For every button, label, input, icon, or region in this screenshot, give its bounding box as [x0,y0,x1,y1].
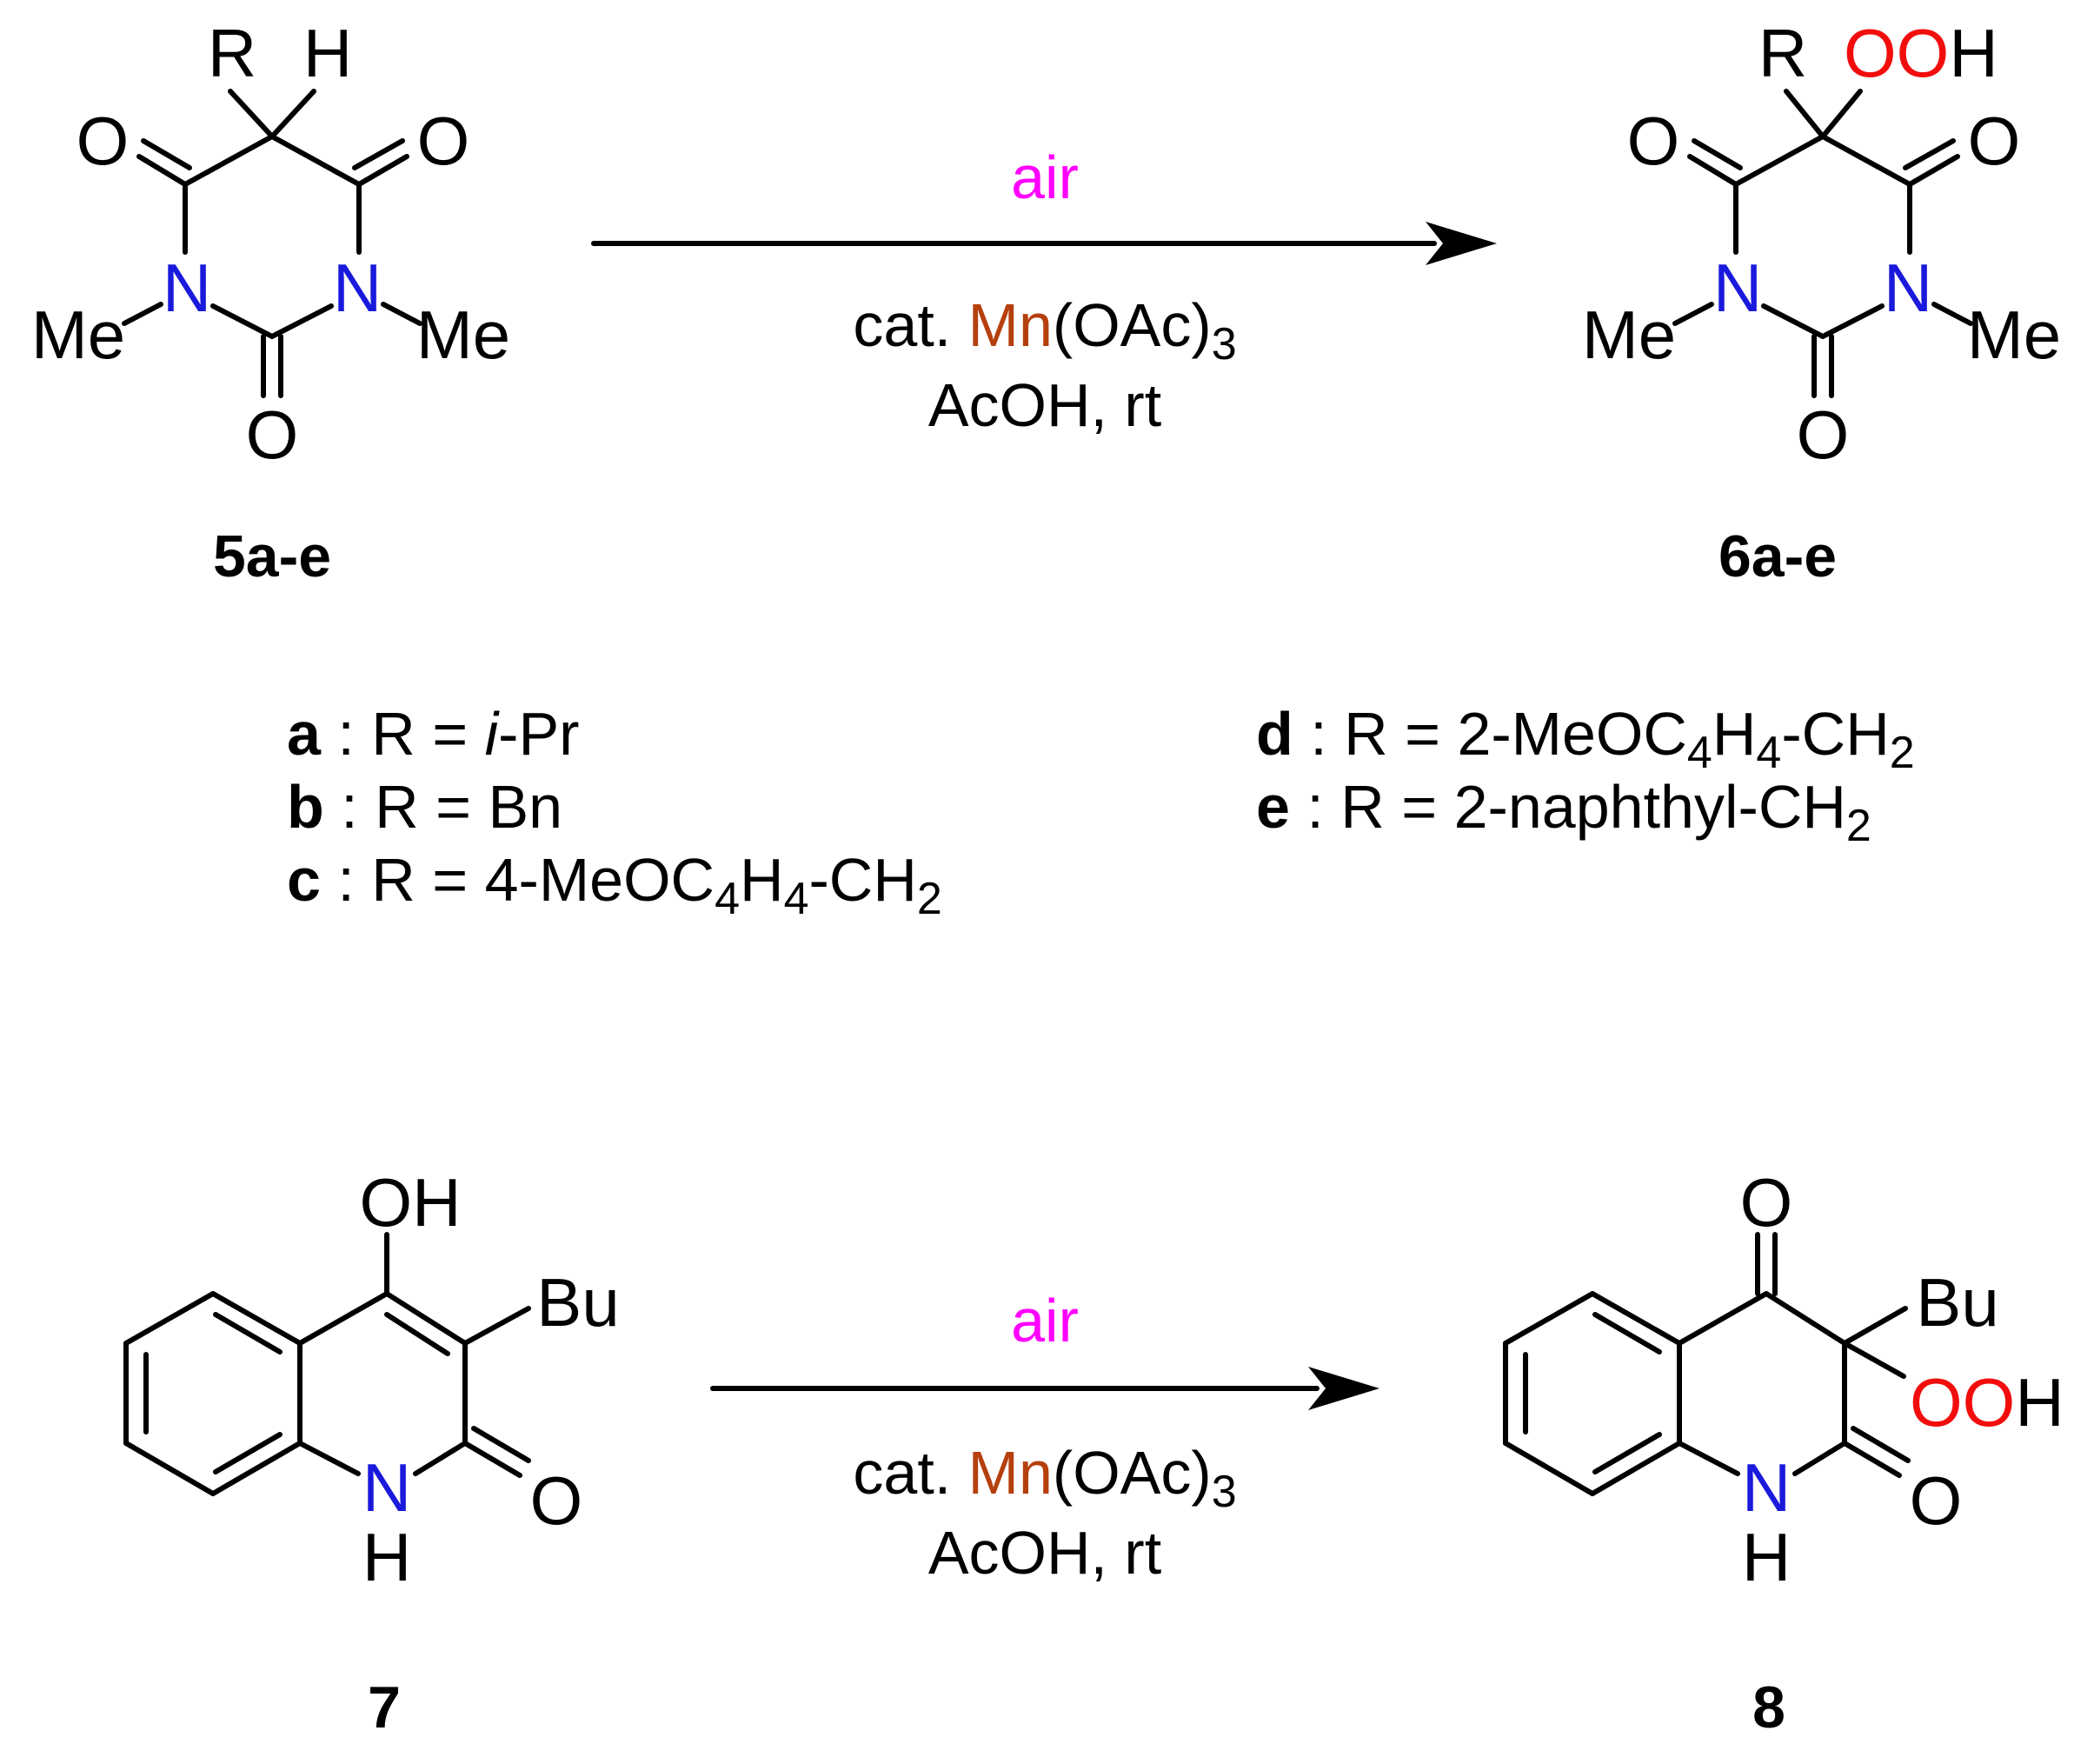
nitrogen-right: N [1884,250,1932,326]
amide-hydrogen: H [1742,1519,1791,1595]
substituent-legend: a : R = i-Pr b : R = Bn c : R = 4-MeOC4H… [287,700,1915,924]
carbonyl-oxygen-right: O [1968,103,2021,179]
hydroxyl-group: OH [360,1164,462,1241]
nitrogen: N [1742,1449,1791,1526]
carbonyl-oxygen-left: O [76,103,130,179]
substituent-a: a : R = i-Pr [287,700,579,768]
methyl-right: Me [1967,296,2061,373]
reaction-2-solvent: AcOH, rt [928,1519,1161,1587]
reaction-1-reagent-air: air [1011,143,1079,211]
r-group-label: R [1758,15,1807,91]
compound-label-6a-e: 6a-e [1718,523,1837,589]
compound-label-7: 7 [368,1674,401,1741]
substituent-c: c : R = 4-MeOC4H4-CH2 [287,846,942,924]
methyl-left: Me [1582,296,1676,373]
hydroperoxy-group: OOH [1910,1364,2064,1441]
substituent-e: e : R = 2-naphthyl-CH2 [1256,773,1871,851]
reaction-1-catalyst: cat. Mn(OAc)3 [853,291,1236,369]
nitrogen-left: N [1713,250,1762,326]
compound-7-bonds [123,1232,531,1496]
reaction-2-conditions: air cat. Mn(OAc)3 AcOH, rt [710,1287,1379,1587]
compound-6a-e: R OOH O O O N N Me Me 6a-e [1582,15,2061,589]
reaction-1-arrow-head [1426,222,1497,265]
carbonyl-oxygen: O [1910,1462,1963,1539]
carbonyl-oxygen-left: O [1627,103,1680,179]
compound-label-8: 8 [1752,1674,1785,1741]
nitrogen: N [362,1449,411,1526]
amide-hydrogen: H [362,1519,411,1595]
methyl-left: Me [31,296,125,373]
methyl-right: Me [416,296,510,373]
r-group-label: R [208,15,256,91]
compound-7: OH Bu O N H 7 [123,1164,620,1741]
nitrogen-right: N [333,250,382,326]
compound-6a-e-bonds [1672,89,1973,398]
compound-label-5a-e: 5a-e [213,523,331,589]
compound-8-bonds [1503,1232,1911,1496]
reaction-1-conditions: air cat. Mn(OAc)3 AcOH, rt [591,143,1497,439]
carbonyl-oxygen-right: O [417,103,470,179]
hydrogen-label: H [303,15,352,91]
hydroperoxy-group: OOH [1844,15,1998,91]
substituent-b: b : R = Bn [287,773,562,841]
reaction-1-solvent: AcOH, rt [928,371,1161,439]
compound-5a-e-bonds [122,89,422,398]
ketone-oxygen: O [1740,1164,1793,1241]
reaction-2-reagent-air: air [1011,1287,1079,1355]
compound-8: O Bu OOH O N H 8 [1503,1164,2064,1741]
butyl-group: Bu [536,1264,619,1341]
reaction-2-arrow-head [1308,1367,1379,1410]
carbonyl-oxygen: O [530,1462,583,1539]
nitrogen-left: N [163,250,211,326]
substituent-d: d : R = 2-MeOC4H4-CH2 [1256,700,1915,778]
carbonyl-oxygen-bottom: O [1797,396,1850,473]
compound-5a-e: R H O O O N N Me Me 5a-e [31,15,510,589]
reaction-2-catalyst: cat. Mn(OAc)3 [853,1439,1236,1517]
carbonyl-oxygen-bottom: O [246,396,299,473]
butyl-group: Bu [1916,1264,1998,1341]
